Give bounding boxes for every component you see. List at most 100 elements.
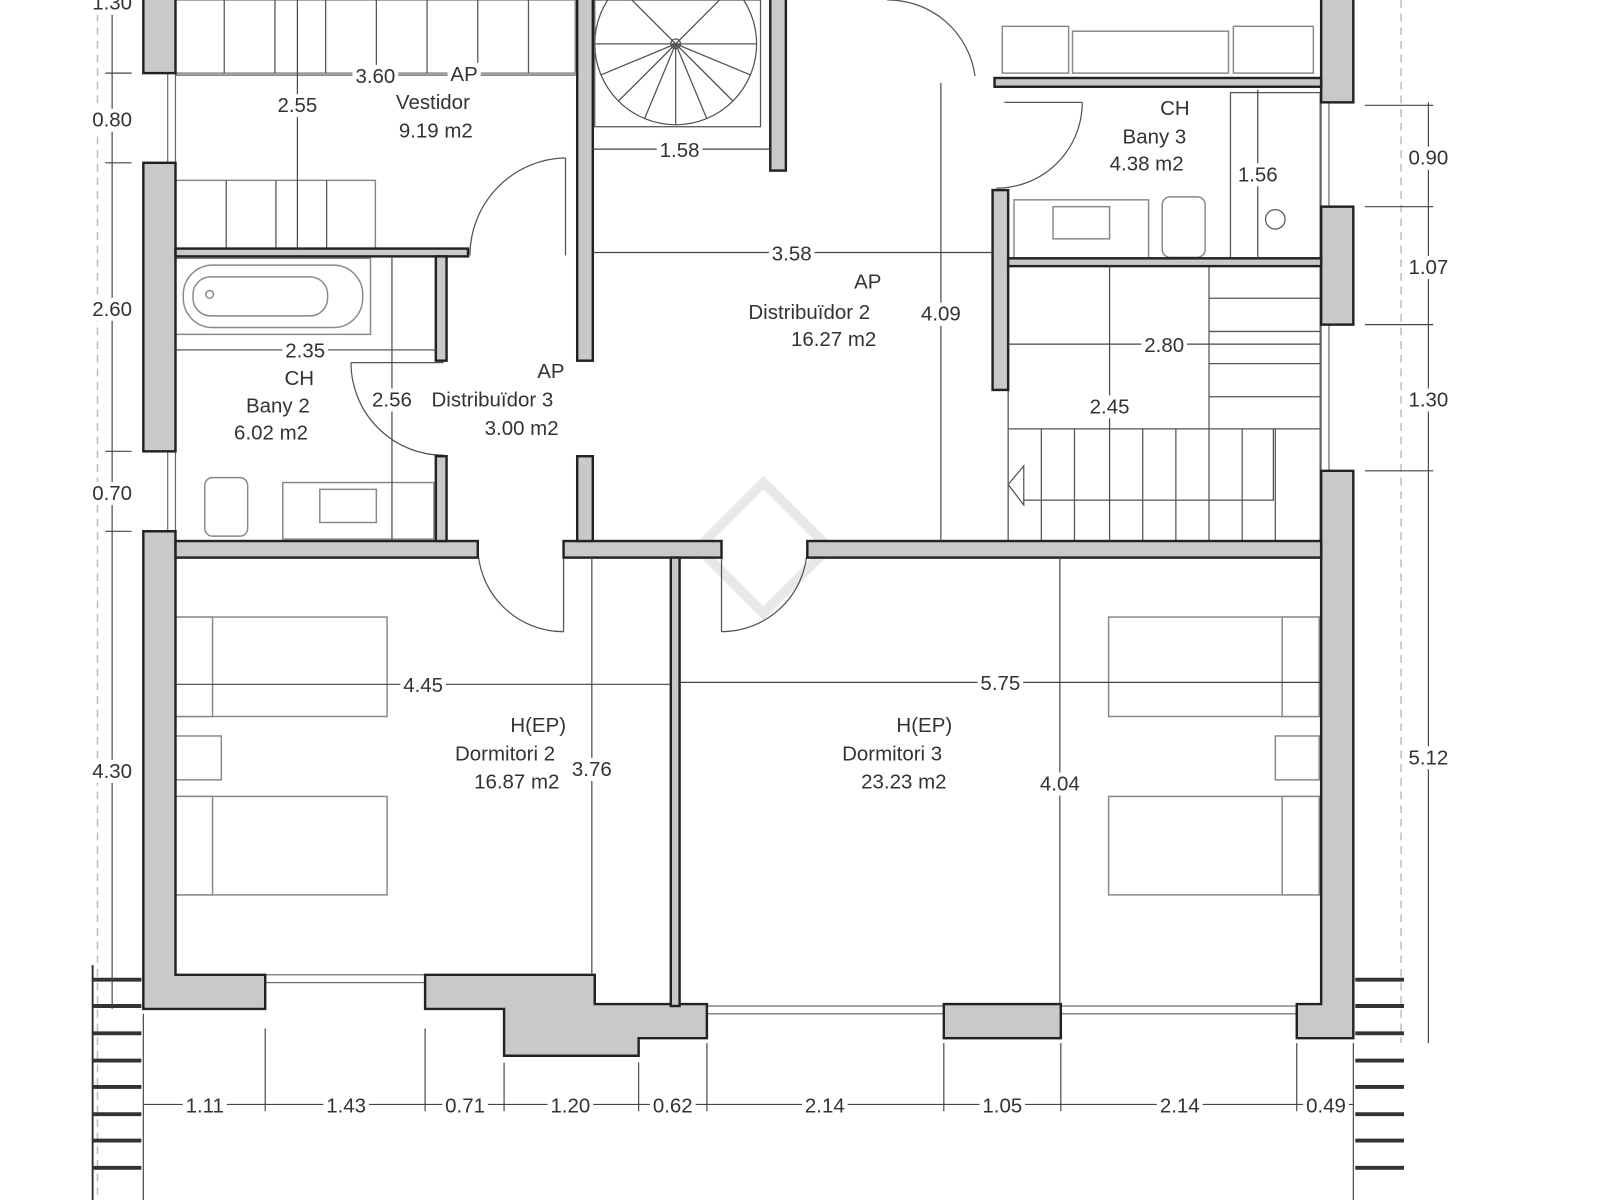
interior-dimensions: 3.60 2.55 1.58 3.58 4.09 2.35 2.56 2.80 … bbox=[274, 64, 1281, 796]
label-background bbox=[89, 297, 135, 321]
walls bbox=[142, 0, 1355, 1057]
label-background bbox=[1303, 1094, 1349, 1118]
room-label-bany2: CH Bany 2 6.02 m2 bbox=[231, 367, 318, 445]
label-background bbox=[1106, 152, 1187, 176]
label-background bbox=[745, 300, 874, 324]
room-name: Dormitori 3 bbox=[842, 742, 942, 765]
label-background bbox=[471, 770, 563, 794]
label-background bbox=[1119, 125, 1190, 149]
room-name: Bany 2 bbox=[246, 394, 310, 417]
dim-vestidor-depth: 2.55 bbox=[277, 94, 317, 117]
room-area: 6.02 m2 bbox=[234, 422, 308, 445]
wardrobe-vestidor-top bbox=[174, 0, 576, 74]
label-background bbox=[568, 757, 615, 781]
dim-bany2-width: 2.35 bbox=[285, 340, 325, 363]
label-background bbox=[977, 672, 1024, 696]
label-background bbox=[1036, 772, 1083, 796]
label-background bbox=[1141, 333, 1188, 357]
room-area: 23.23 m2 bbox=[861, 771, 946, 794]
spiral-staircase bbox=[594, 0, 762, 128]
label-background bbox=[1405, 746, 1452, 770]
dim-vestidor-width: 3.60 bbox=[355, 65, 395, 88]
dim-bottom-5: 0.62 bbox=[653, 1094, 693, 1117]
dim-stair2-depth: 2.45 bbox=[1090, 395, 1130, 418]
label-background bbox=[918, 302, 964, 326]
label-background bbox=[481, 416, 562, 440]
room-area: 16.27 m2 bbox=[791, 328, 876, 351]
label-background bbox=[1405, 388, 1452, 412]
label-background bbox=[447, 62, 481, 86]
label-background bbox=[768, 242, 815, 266]
label-background bbox=[851, 270, 885, 294]
label-background bbox=[89, 0, 135, 15]
label-background bbox=[547, 1094, 594, 1118]
dim-left-5: 4.30 bbox=[92, 760, 132, 783]
label-background bbox=[1086, 395, 1133, 419]
dim-stair2-width: 2.80 bbox=[1144, 334, 1184, 357]
railing-right bbox=[1355, 977, 1405, 1170]
room-name: Distribuïdor 3 bbox=[432, 389, 554, 412]
label-background bbox=[282, 339, 329, 363]
toilet-bany3 bbox=[1161, 196, 1206, 259]
wardrobe-top-right bbox=[1001, 25, 1315, 74]
room-area: 4.38 m2 bbox=[1110, 153, 1184, 176]
label-background bbox=[274, 94, 321, 118]
bed-dormitori3 bbox=[1107, 616, 1320, 896]
dim-distribuidor2-depth: 4.09 bbox=[921, 303, 961, 326]
label-background bbox=[507, 714, 570, 738]
dim-bottom-8: 2.14 bbox=[1160, 1094, 1200, 1117]
bottom-dimensions: 1.11 1.43 0.71 1.20 0.62 2.14 1.05 2.14 … bbox=[182, 1094, 1349, 1118]
bathtub bbox=[174, 257, 372, 336]
dim-bottom-6: 2.14 bbox=[805, 1094, 845, 1117]
label-background bbox=[893, 714, 956, 738]
room-name: Vestidor bbox=[396, 91, 470, 114]
dim-right-1: 0.90 bbox=[1408, 147, 1448, 170]
room-area: 9.19 m2 bbox=[399, 119, 473, 142]
room-code: AP bbox=[537, 360, 564, 383]
toilet-bany2 bbox=[204, 476, 249, 537]
dim-dormitori2-width: 4.45 bbox=[403, 674, 443, 697]
label-background bbox=[802, 1094, 848, 1118]
railing-left bbox=[91, 965, 142, 1200]
room-area: 3.00 m2 bbox=[485, 417, 559, 440]
left-dimensions: 1.30 0.80 2.60 0.70 4.30 bbox=[89, 0, 135, 783]
dim-left-4: 0.70 bbox=[92, 482, 132, 505]
label-background bbox=[395, 119, 476, 143]
label-background bbox=[1405, 255, 1452, 279]
dim-bottom-7: 1.05 bbox=[982, 1094, 1022, 1117]
dim-dormitori3-width: 5.75 bbox=[980, 672, 1020, 695]
room-name: Bany 3 bbox=[1123, 125, 1187, 148]
dim-left-2: 0.80 bbox=[92, 109, 132, 132]
dim-right-4: 5.12 bbox=[1408, 746, 1448, 769]
label-background bbox=[858, 770, 950, 794]
label-background bbox=[231, 421, 311, 445]
dim-bottom-9: 0.49 bbox=[1306, 1094, 1346, 1117]
dim-stair-width: 1.58 bbox=[660, 139, 700, 162]
room-label-distribuidor3: AP Distribuïdor 3 3.00 m2 bbox=[428, 360, 568, 440]
label-background bbox=[392, 91, 473, 115]
label-background bbox=[979, 1094, 1026, 1118]
dim-bottom-2: 1.43 bbox=[326, 1094, 366, 1117]
room-code: CH bbox=[1160, 97, 1190, 120]
label-background bbox=[788, 328, 880, 352]
room-name: Dormitori 2 bbox=[455, 742, 555, 765]
dim-distribuidor3-depth: 2.56 bbox=[372, 389, 412, 412]
room-label-bany3: CH Bany 3 4.38 m2 bbox=[1106, 97, 1193, 176]
sink-bany2 bbox=[282, 481, 435, 540]
label-background bbox=[1405, 146, 1452, 170]
label-background bbox=[1234, 163, 1281, 187]
label-background bbox=[400, 674, 447, 698]
room-name: Distribuïdor 2 bbox=[748, 301, 870, 324]
dim-dormitori3-depth: 4.04 bbox=[1040, 773, 1080, 796]
room-label-dormitori3: H(EP) Dormitori 3 23.23 m2 bbox=[839, 714, 956, 794]
dim-left-3: 2.60 bbox=[92, 298, 132, 321]
dim-bottom-4: 1.20 bbox=[550, 1094, 590, 1117]
staircase bbox=[1007, 264, 1321, 542]
room-area: 16.87 m2 bbox=[474, 771, 559, 794]
label-background bbox=[534, 360, 568, 384]
label-background bbox=[428, 388, 557, 412]
label-background bbox=[323, 1094, 369, 1118]
bed-dormitori2 bbox=[174, 616, 388, 896]
dim-dormitori2-depth: 3.76 bbox=[572, 758, 612, 781]
